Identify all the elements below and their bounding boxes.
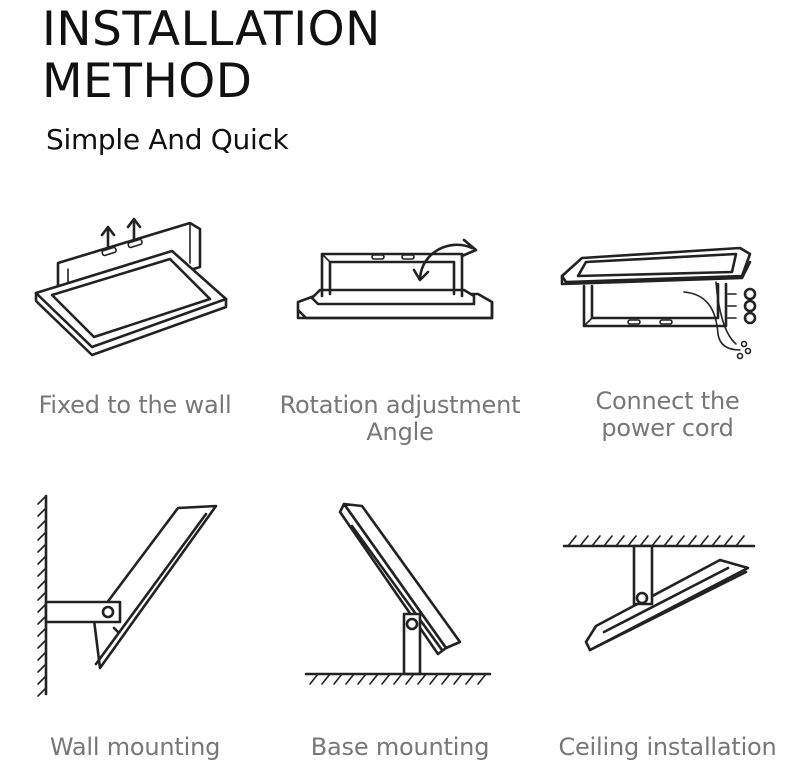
caption-ceiling-installation: Ceiling installation xyxy=(558,733,777,761)
caption-base-mounting: Base mounting xyxy=(310,733,490,761)
rotation-icon xyxy=(292,232,502,337)
title-line-1: INSTALLATION xyxy=(42,2,381,57)
power-cord-icon xyxy=(556,238,766,368)
page-subtitle: Simple And Quick xyxy=(46,123,289,156)
caption-rotation: Rotation adjustment Angle xyxy=(279,391,521,446)
base-mount-icon xyxy=(300,500,500,690)
ceiling-mount-icon xyxy=(560,532,760,662)
title-line-2: METHOD xyxy=(42,54,253,109)
caption-power-cord: Connect the power cord xyxy=(595,387,740,442)
page-title: INSTALLATION METHOD xyxy=(42,4,381,108)
wall-fix-icon xyxy=(30,215,240,360)
wall-mount-icon xyxy=(34,492,234,702)
caption-fixed-to-wall: Fixed to the wall xyxy=(38,391,232,419)
caption-wall-mounting: Wall mounting xyxy=(49,733,221,761)
